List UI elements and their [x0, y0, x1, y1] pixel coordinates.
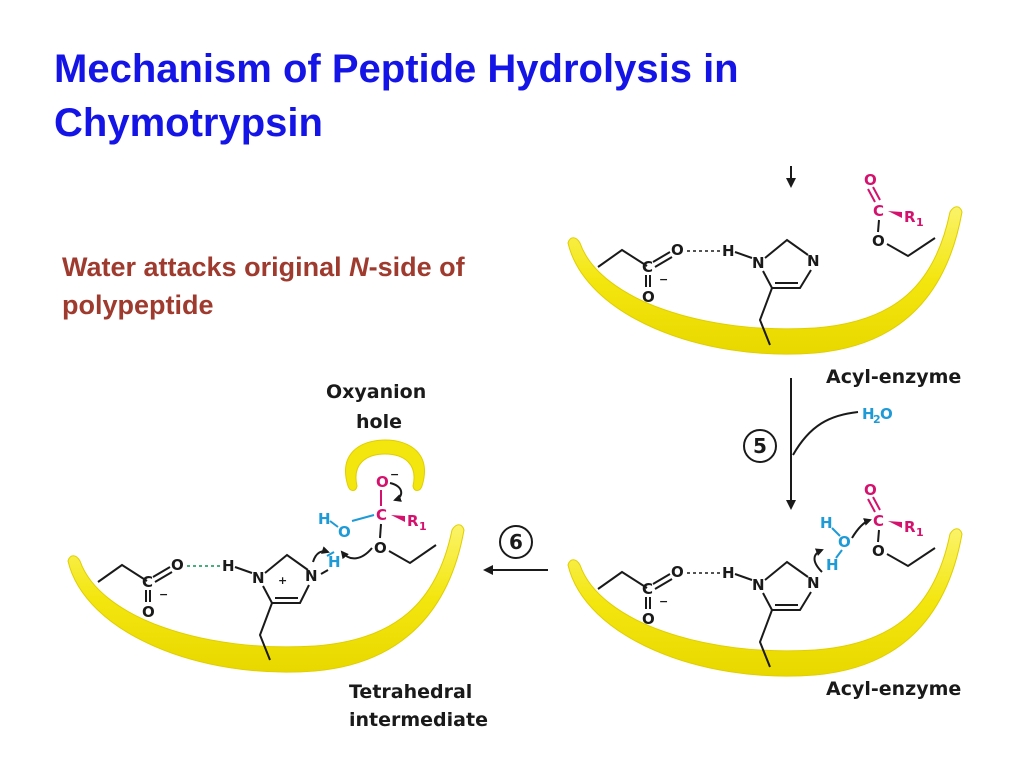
acyl2-r: R — [904, 518, 916, 536]
his3-n2: N — [305, 567, 318, 585]
step6-number: 6 — [509, 530, 523, 554]
asp2-c: C — [642, 580, 653, 598]
subtitle-italic-n: N — [349, 252, 369, 282]
acyl-c: C — [873, 202, 884, 220]
his3-h-new: H — [328, 553, 341, 571]
acyl2-c: C — [873, 512, 884, 530]
asp-o1: O — [671, 241, 684, 259]
tet-c: C — [376, 506, 387, 524]
water-sub: 2 — [873, 413, 881, 426]
asp-c: C — [642, 258, 653, 276]
acyl2-r-sub: 1 — [916, 526, 924, 539]
slide-title: Mechanism of Peptide Hydrolysis in Chymo… — [54, 47, 739, 145]
ser2-o: O — [872, 542, 885, 560]
tet-o-water: O — [338, 523, 351, 541]
top-acyl-enzyme: C O − O H N N O C R 1 O — [567, 171, 963, 355]
tetrahedral-intermediate: C O − O H N N + H O − C R 1 H O O — [67, 439, 465, 673]
water2-h1: H — [820, 514, 833, 532]
water-o: O — [880, 405, 893, 423]
his3-h: H — [222, 557, 235, 575]
enzyme-band-top — [567, 206, 963, 355]
his2-h: H — [722, 564, 735, 582]
his3-plus: + — [278, 574, 287, 587]
asp2-o2: O — [642, 610, 655, 628]
enzyme-band-tetrahedral — [67, 524, 465, 673]
tet-ser-o: O — [374, 539, 387, 557]
subtitle-text-1: Water attacks original — [62, 252, 350, 282]
asp2-minus: − — [659, 595, 668, 608]
slide-subtitle: Water attacks original N-side of polypep… — [62, 248, 482, 324]
acyl-r: R — [904, 208, 916, 226]
ser-o: O — [872, 232, 885, 250]
water2-h2: H — [826, 556, 839, 574]
water-h: H — [862, 405, 875, 423]
his-n1: N — [752, 254, 765, 272]
step5-number: 5 — [753, 434, 767, 458]
subtitle-text-2: -side of polypeptide — [62, 252, 465, 320]
asp-o2: O — [642, 288, 655, 306]
acyl2-o: O — [864, 481, 877, 499]
asp3-c: C — [142, 573, 153, 591]
his-h: H — [722, 242, 735, 260]
asp-minus: − — [659, 273, 668, 286]
asp3-o1: O — [171, 556, 184, 574]
bottom-right-acyl-enzyme: C O − O H N N H O H O C R 1 O — [567, 481, 963, 677]
tetrahedral-label-1: Tetrahedral — [349, 681, 472, 703]
oxyanion-label-2: hole — [356, 411, 402, 433]
enzyme-band-bottom-right — [567, 528, 963, 677]
his-n2: N — [807, 252, 820, 270]
his2-n1: N — [752, 576, 765, 594]
tet-o-minus: O — [376, 473, 389, 491]
water2-o: O — [838, 533, 851, 551]
tetrahedral-label-2: intermediate — [349, 709, 488, 731]
asp3-o2: O — [142, 603, 155, 621]
asp2-o1: O — [671, 563, 684, 581]
tet-h: H — [318, 510, 331, 528]
acyl-o: O — [864, 171, 877, 189]
bottom-acyl-enzyme-label: Acyl-enzyme — [826, 678, 961, 700]
tet-r: R — [407, 512, 419, 530]
acyl-r-sub: 1 — [916, 216, 924, 229]
asp3-minus: − — [159, 588, 168, 601]
top-acyl-enzyme-label: Acyl-enzyme — [826, 366, 961, 388]
tet-o-charge: − — [390, 468, 399, 481]
his2-n2: N — [807, 574, 820, 592]
tet-r-sub: 1 — [419, 520, 427, 533]
his3-n1: N — [252, 569, 265, 587]
oxyanion-label-1: Oxyanion — [326, 381, 426, 403]
oxyanion-hole-arc — [345, 439, 425, 491]
